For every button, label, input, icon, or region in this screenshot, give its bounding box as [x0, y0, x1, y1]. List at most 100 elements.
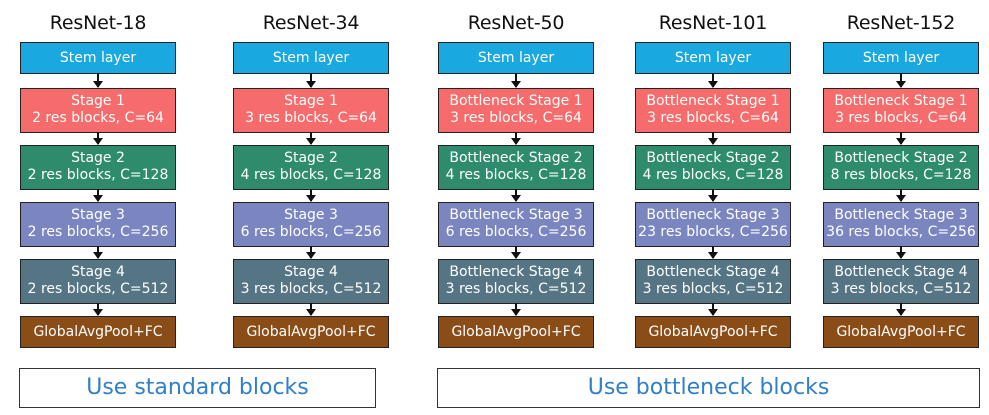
stage-detail: 36 res blocks, C=256 [826, 224, 976, 240]
stage-detail: 3 res blocks, C=512 [642, 281, 784, 297]
stage-detail: 3 res blocks, C=512 [445, 281, 587, 297]
stage-detail: 8 res blocks, C=128 [830, 167, 972, 183]
footer-bottleneck-blocks: Use bottleneck blocks [437, 368, 980, 408]
arrow-down-icon [93, 189, 103, 202]
stage-name: Bottleneck Stage 2 [449, 150, 583, 166]
stage-detail: 6 res blocks, C=256 [240, 224, 382, 240]
column-title: ResNet-18 [49, 12, 147, 34]
arrow-down-icon [511, 303, 521, 316]
head-label: GlobalAvgPool+FC [836, 324, 966, 340]
head-box: GlobalAvgPool+FC [823, 316, 979, 348]
stage-name: Stage 1 [284, 93, 338, 109]
stage-detail: 3 res blocks, C=64 [245, 110, 377, 126]
stem-layer-box: Stem layer [438, 42, 594, 74]
stage-name: Bottleneck Stage 4 [449, 264, 583, 280]
stem-label: Stem layer [272, 50, 350, 66]
head-box: GlobalAvgPool+FC [20, 316, 176, 348]
arrow-down-icon [306, 246, 316, 259]
arrow-down-icon [708, 303, 718, 316]
stage-name: Bottleneck Stage 3 [449, 207, 583, 223]
column-title: ResNet-101 [658, 12, 768, 34]
stage-name: Bottleneck Stage 4 [646, 264, 780, 280]
stage-detail: 3 res blocks, C=512 [830, 281, 972, 297]
head-label: GlobalAvgPool+FC [33, 324, 163, 340]
stem-label: Stem layer [59, 50, 137, 66]
head-label: GlobalAvgPool+FC [246, 324, 376, 340]
column-title: ResNet-50 [467, 12, 565, 34]
stage-name: Bottleneck Stage 3 [834, 207, 968, 223]
stage-name: Bottleneck Stage 3 [646, 207, 780, 223]
stage-detail: 3 res blocks, C=64 [835, 110, 967, 126]
arrow-down-icon [896, 303, 906, 316]
arrow-down-icon [511, 132, 521, 145]
stage-name: Stage 3 [284, 207, 338, 223]
stage-detail: 2 res blocks, C=256 [27, 224, 169, 240]
stage-name: Bottleneck Stage 1 [834, 93, 968, 109]
stage-name: Bottleneck Stage 1 [449, 93, 583, 109]
arrow-down-icon [93, 132, 103, 145]
stage-detail: 3 res blocks, C=512 [240, 281, 382, 297]
stem-label: Stem layer [477, 50, 555, 66]
column-title: ResNet-152 [846, 12, 956, 34]
stem-label: Stem layer [862, 50, 940, 66]
arrow-down-icon [511, 189, 521, 202]
stage-detail: 3 res blocks, C=64 [647, 110, 779, 126]
stage-detail: 2 res blocks, C=512 [27, 281, 169, 297]
stem-layer-box: Stem layer [635, 42, 791, 74]
arrow-down-icon [896, 73, 906, 88]
stage-name: Bottleneck Stage 1 [646, 93, 780, 109]
stage-detail: 2 res blocks, C=64 [32, 110, 164, 126]
column-title: ResNet-34 [262, 12, 360, 34]
stage-name: Bottleneck Stage 4 [834, 264, 968, 280]
arrow-down-icon [93, 73, 103, 88]
footer-standard-blocks: Use standard blocks [19, 368, 376, 408]
stem-layer-box: Stem layer [823, 42, 979, 74]
arrow-down-icon [511, 73, 521, 88]
stage-name: Bottleneck Stage 2 [646, 150, 780, 166]
arrow-down-icon [708, 246, 718, 259]
stem-label: Stem layer [674, 50, 752, 66]
head-box: GlobalAvgPool+FC [635, 316, 791, 348]
head-label: GlobalAvgPool+FC [648, 324, 778, 340]
arrow-down-icon [93, 303, 103, 316]
head-box: GlobalAvgPool+FC [233, 316, 389, 348]
stage-name: Stage 4 [284, 264, 338, 280]
stage-name: Stage 1 [71, 93, 125, 109]
arrow-down-icon [306, 132, 316, 145]
stage-detail: 2 res blocks, C=128 [27, 167, 169, 183]
arrow-down-icon [511, 246, 521, 259]
arrow-down-icon [896, 246, 906, 259]
stage-detail: 4 res blocks, C=128 [642, 167, 784, 183]
stem-layer-box: Stem layer [233, 42, 389, 74]
stage-detail: 4 res blocks, C=128 [445, 167, 587, 183]
arrow-down-icon [306, 189, 316, 202]
stem-layer-box: Stem layer [20, 42, 176, 74]
stage-detail: 3 res blocks, C=64 [450, 110, 582, 126]
arrow-down-icon [708, 189, 718, 202]
stage-name: Stage 3 [71, 207, 125, 223]
arrow-down-icon [93, 246, 103, 259]
stage-name: Bottleneck Stage 2 [834, 150, 968, 166]
head-label: GlobalAvgPool+FC [451, 324, 581, 340]
arrow-down-icon [708, 73, 718, 88]
head-box: GlobalAvgPool+FC [438, 316, 594, 348]
